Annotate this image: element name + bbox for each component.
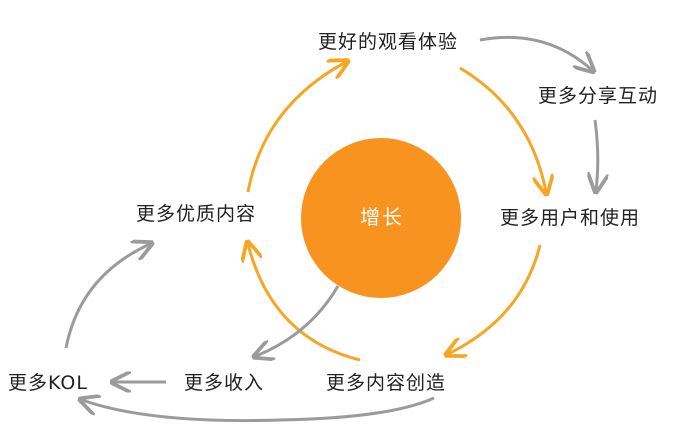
arrow-users-to-creation — [448, 244, 542, 354]
arrow-quality-to-viewing — [246, 62, 346, 193]
arrow-sharing-to-users — [595, 119, 598, 190]
arrow-growth-to-revenue — [256, 285, 340, 356]
growth-circle — [301, 138, 461, 298]
node-more-creation: 更多内容创造 — [326, 372, 447, 394]
node-more-kol: 更多KOL — [8, 372, 88, 394]
node-more-quality: 更多优质内容 — [136, 203, 257, 225]
node-more-revenue: 更多收入 — [184, 372, 265, 394]
arrow-creation-to-kol — [82, 398, 435, 423]
node-more-sharing: 更多分享互动 — [538, 85, 659, 107]
node-better-viewing: 更好的观看体验 — [318, 31, 459, 53]
node-more-users: 更多用户和使用 — [500, 207, 641, 229]
arrow-viewing-to-users — [459, 66, 546, 192]
arrow-creation-to-quality — [248, 244, 361, 362]
arrow-viewing-to-sharing — [479, 35, 592, 70]
arrow-kol-to-quality — [64, 244, 150, 349]
growth-label: 增长 — [360, 205, 404, 229]
